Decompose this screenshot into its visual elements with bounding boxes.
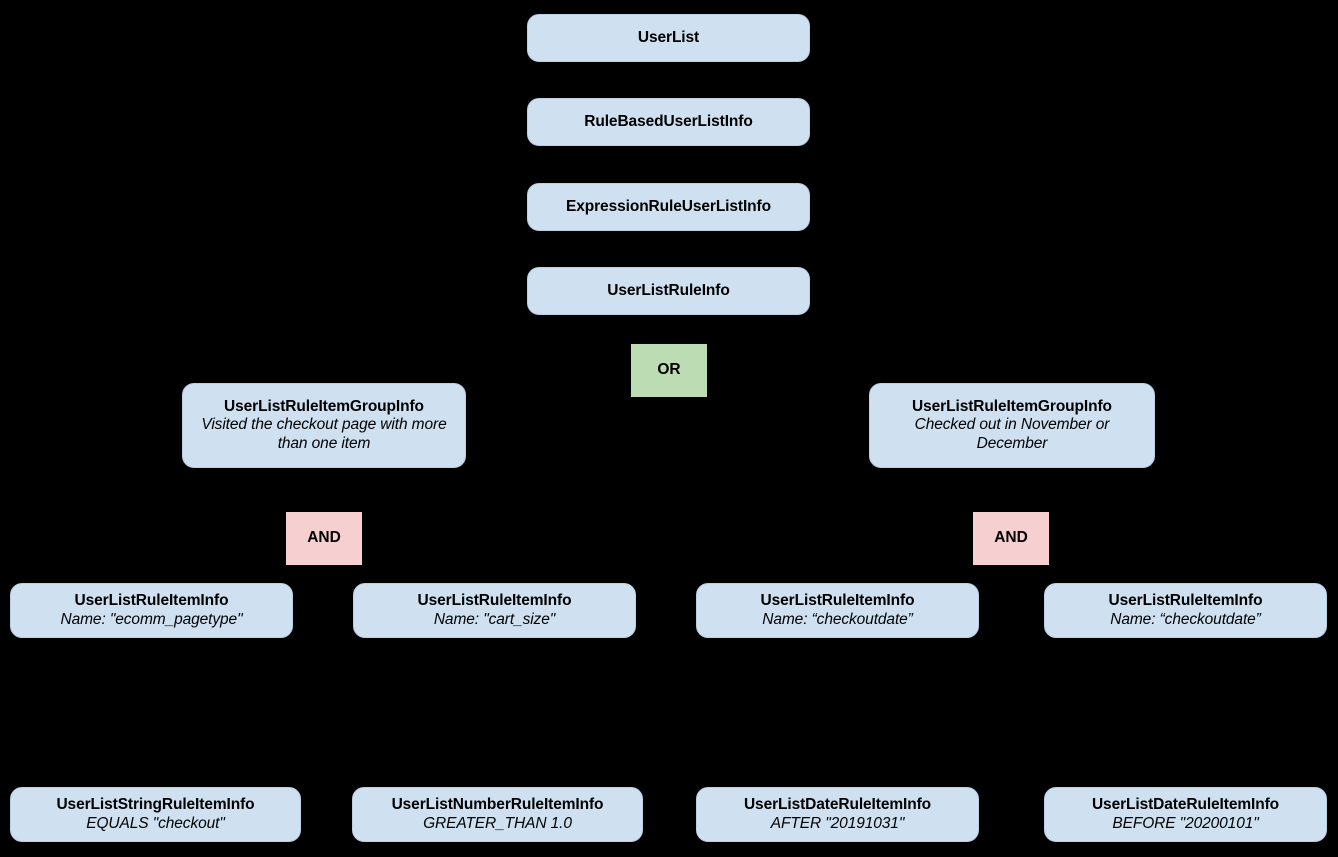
node-title: UserListStringRuleItemInfo [56,796,255,814]
node-title: UserListNumberRuleItemInfo [391,796,604,814]
edge-userlistruleinfo-to-or [667,314,670,345]
operator-node-and-right[interactable]: AND [973,512,1049,565]
edge-and-right-to-item-checkoutdate-after [836,564,1012,584]
edge-arrowhead [146,574,157,583]
node-userlistruleinfo[interactable]: UserListRuleInfo [527,267,810,315]
node-title: UserListRuleItemInfo [74,592,229,610]
node-subtitle: Name: "ecomm_pagetype" [60,610,243,628]
node-title: UserListRuleItemInfo [417,592,572,610]
node-title: UserListRuleItemInfo [760,592,915,610]
edge-and-left-to-item-ecomm-pagetype [150,564,325,584]
operator-label: OR [657,361,681,379]
node-subtitle: AFTER "20191031" [770,814,905,832]
node-title: UserListRuleInfo [607,281,730,299]
node-title: UserListDateRuleItemInfo [743,796,932,814]
operator-label: AND [994,529,1028,547]
node-title: UserListRuleItemGroupInfo [912,398,1112,416]
edge-arrowhead [1180,778,1191,787]
node-title: RuleBasedUserListInfo [584,112,753,130]
edge-arrowhead [664,335,674,344]
edge-item-cart-size-to-leaf-number [493,637,499,788]
edge-arrowhead [319,503,329,512]
node-userlist[interactable]: UserList [527,14,810,62]
node-title: UserList [637,28,700,46]
node-rulebaseduserlistinfo[interactable]: RuleBasedUserListInfo [527,98,810,146]
node-subtitle: BEFORE "20200101" [1112,814,1259,832]
edge-arrowhead [1006,503,1016,512]
edge-item-ecomm-pagetype-to-leaf-string [150,637,157,788]
node-subtitle: GREATER_THAN 1.0 [423,814,572,832]
node-subtitle: Visited the checkout page with more than… [201,416,447,452]
node-title: ExpressionRuleUserListInfo [566,197,771,215]
operator-label: AND [307,529,341,547]
node-title: UserListRuleItemInfo [1108,592,1263,610]
edge-arrowhead [1007,374,1017,383]
edge-arrowhead [1180,574,1191,583]
node-subtitle: Name: "cart_size" [433,610,556,628]
edge-arrowhead [832,574,843,583]
node-title: UserListRuleItemGroupInfo [224,398,424,416]
edge-arrowhead [489,574,500,583]
node-title: UserListDateRuleItemInfo [1091,796,1280,814]
edge-arrowhead [832,778,843,787]
node-subtitle: Name: “checkoutdate” [1110,610,1261,628]
edge-group-right-to-and-right [1010,467,1013,513]
edge-arrowhead [663,258,674,267]
edge-arrowhead [663,89,674,98]
operator-node-or[interactable]: OR [631,344,707,397]
node-expressionruleuserlistinfo[interactable]: ExpressionRuleUserListInfo [527,183,810,231]
operator-node-and-left[interactable]: AND [286,512,362,565]
node-subtitle: Checked out in November or December [914,416,1110,452]
edge-arrowhead [492,778,503,787]
edge-and-right-to-item-checkoutdate-before [1010,564,1187,584]
edge-arrowhead [319,374,329,383]
edge-arrowhead [150,778,161,787]
edge-arrowhead [663,174,674,183]
edge-and-left-to-item-cart-size [323,564,496,584]
node-subtitle: Name: “checkoutdate” [762,610,913,628]
node-subtitle: EQUALS "checkout" [86,814,225,832]
